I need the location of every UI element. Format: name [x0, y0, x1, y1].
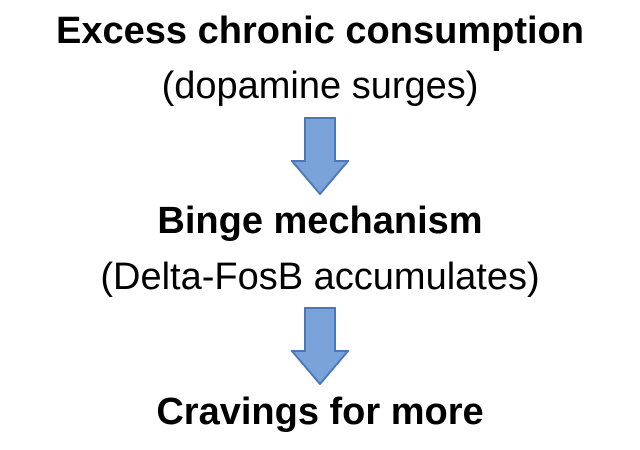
arrow-down-icon	[291, 117, 349, 195]
arrow-down-icon-svg	[291, 307, 349, 385]
step-1-subtitle: (dopamine surges)	[161, 65, 479, 107]
step-3-title: Cravings for more	[156, 391, 484, 433]
step-2-subtitle: (Delta-FosB accumulates)	[100, 256, 540, 298]
step-1-title: Excess chronic consumption	[56, 10, 584, 52]
arrow-down-icon	[291, 307, 349, 385]
arrow-down-icon-svg	[291, 117, 349, 195]
step-2-title: Binge mechanism	[157, 200, 483, 242]
